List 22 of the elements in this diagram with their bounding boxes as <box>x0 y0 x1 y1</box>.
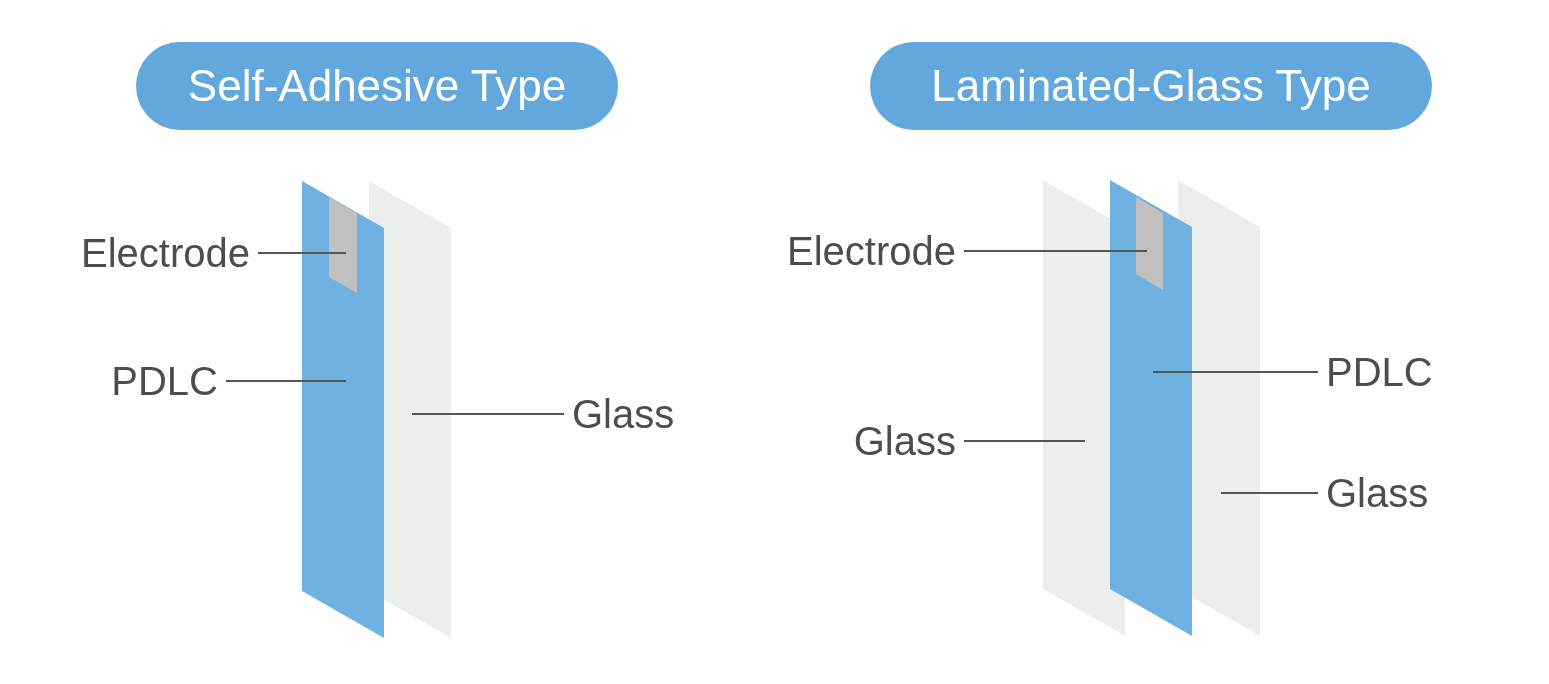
leader-line <box>963 250 1148 252</box>
pdlc-film-layer <box>1110 180 1192 636</box>
type-heading: Laminated-Glass Type <box>870 42 1432 130</box>
leader-line <box>1220 492 1319 494</box>
leader-line <box>225 380 347 382</box>
glass-pane <box>369 181 451 638</box>
part-label: Glass <box>1326 470 1429 516</box>
glass-pane <box>1178 180 1260 636</box>
part-label: PDLC <box>1326 349 1433 395</box>
part-label: Glass <box>572 391 675 437</box>
leader-line <box>257 252 347 254</box>
electrode-strip <box>1136 197 1163 290</box>
part-label: PDLC <box>111 358 218 404</box>
leader-line <box>1152 371 1319 373</box>
electrode-strip <box>329 197 357 293</box>
part-label: Electrode <box>787 228 956 274</box>
pdlc-film-layer <box>302 181 384 638</box>
leader-line <box>411 413 565 415</box>
part-label: Glass <box>853 418 956 464</box>
type-heading: Self-Adhesive Type <box>136 42 618 130</box>
part-label: Electrode <box>81 230 250 276</box>
leader-line <box>963 440 1086 442</box>
